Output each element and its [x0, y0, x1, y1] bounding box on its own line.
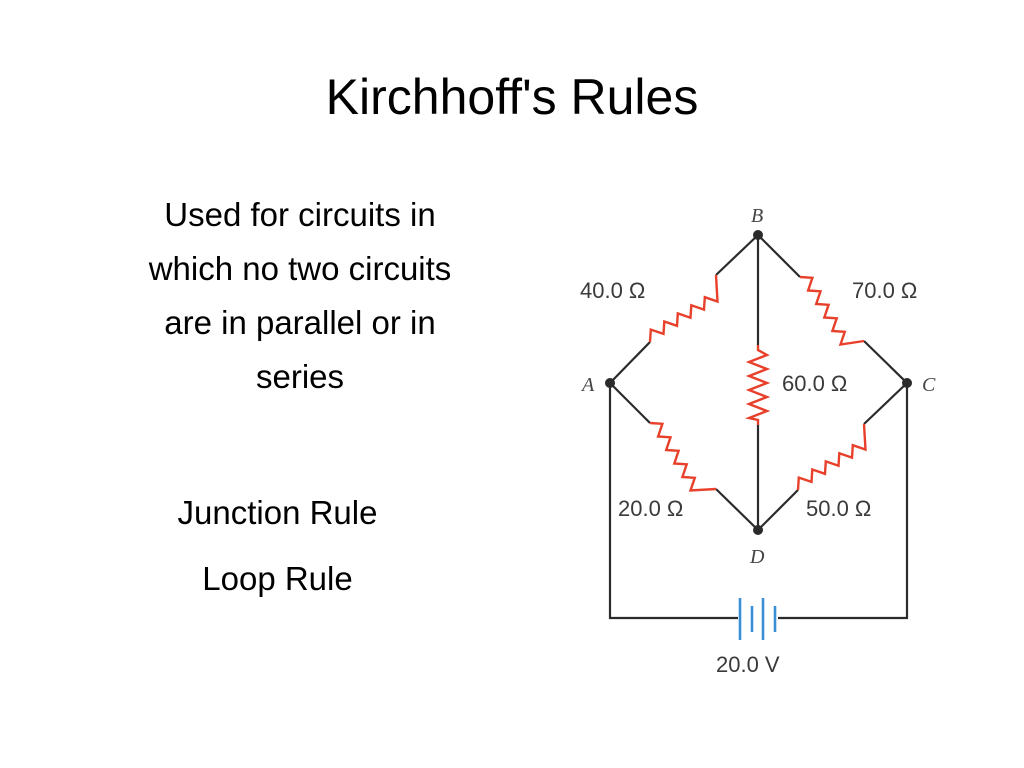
- wire-r40-b: [715, 234, 759, 276]
- node-a-dot: [605, 378, 615, 388]
- resistor-50-label: 50.0 Ω: [806, 496, 871, 521]
- resistors: [648, 274, 867, 492]
- resistor-50-icon: [796, 423, 867, 491]
- wire-d-r50: [757, 489, 799, 531]
- resistor-60-label: 60.0 Ω: [782, 371, 847, 396]
- wire-outer-right: [778, 383, 909, 620]
- resistor-60-icon: [744, 345, 771, 425]
- resistor-40-label: 40.0 Ω: [580, 278, 645, 303]
- wire-r70-c: [863, 340, 908, 384]
- wires: [608, 234, 909, 620]
- loop-rule-label: Loop Rule: [202, 560, 353, 597]
- resistor-20-icon: [649, 421, 717, 492]
- wire-a-r20: [609, 382, 651, 424]
- description-line: Used for circuits in: [164, 196, 436, 233]
- node-b-dot: [753, 230, 763, 240]
- wire-a-r40: [609, 341, 651, 384]
- node-b-label: B: [751, 205, 763, 227]
- resistor-40-icon: [648, 274, 719, 343]
- wire-b-r70: [757, 234, 801, 278]
- rule-list: Junction Rule Loop Rule: [90, 480, 465, 612]
- circuit-diagram: B A C D 40.0 Ω 70.0 Ω 60.0 Ω 20.0 Ω 50.0…: [580, 205, 936, 677]
- junction-rule-label: Junction Rule: [177, 494, 378, 531]
- battery-label: 20.0 V: [716, 652, 780, 677]
- labels: B A C D 40.0 Ω 70.0 Ω 60.0 Ω 20.0 Ω 50.0…: [580, 205, 936, 677]
- resistor-70-icon: [799, 275, 865, 346]
- node-a-label: A: [580, 374, 595, 396]
- battery-icon: [738, 598, 777, 640]
- description-text: Used for circuits in which no two circui…: [90, 188, 510, 404]
- node-c-dot: [902, 378, 912, 388]
- resistor-20-label: 20.0 Ω: [618, 496, 683, 521]
- slide-title: Kirchhoff's Rules: [325, 69, 699, 125]
- junction-dots: [605, 230, 912, 535]
- node-c-label: C: [922, 374, 936, 396]
- node-d-dot: [753, 525, 763, 535]
- resistor-70-label: 70.0 Ω: [852, 278, 917, 303]
- description-line: which no two circuits: [148, 250, 452, 287]
- description-line: are in parallel or in: [164, 304, 436, 341]
- wire-r50-c: [863, 382, 908, 425]
- wire-outer-left: [608, 383, 738, 620]
- wire-r20-d: [715, 488, 759, 531]
- node-d-label: D: [749, 546, 765, 568]
- description-line: series: [255, 358, 345, 395]
